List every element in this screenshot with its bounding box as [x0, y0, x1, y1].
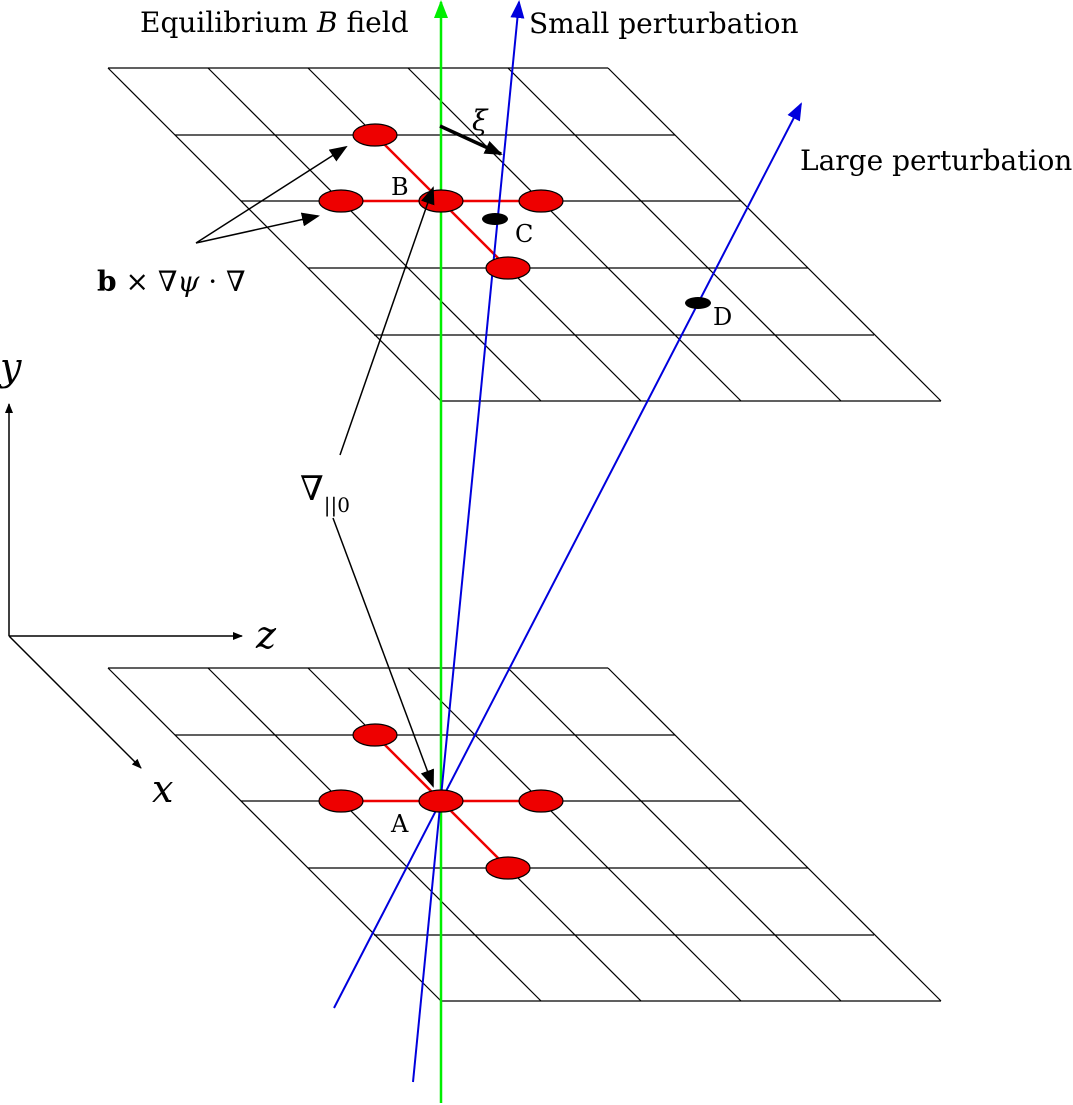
point-A-label: A: [390, 810, 409, 838]
bcross-arrow-upper: [195, 145, 348, 244]
annotation-arrows: [195, 145, 435, 788]
equilibrium-field-label: Equilibrium B field: [140, 6, 409, 39]
stencil-node: [485, 856, 531, 880]
stencil-node: [518, 789, 564, 813]
large-perturbation-label: Large perturbation: [800, 144, 1072, 177]
stencil-node: [318, 189, 364, 213]
small-perturbation-line: [412, 0, 525, 1083]
x-axis-line: [8, 635, 142, 769]
coordinate-axes: [4, 403, 243, 769]
point-C-marker: [482, 213, 508, 225]
point-D-label: D: [713, 303, 732, 331]
point-C-label: C: [515, 220, 533, 248]
grad-parallel-arrow-up: [339, 186, 435, 456]
xi-label: ξ: [472, 104, 489, 137]
grad-parallel-arrow-down: [332, 517, 434, 788]
lower-grid-plane: [107, 667, 942, 1002]
grad-parallel-label: ∇||0: [300, 469, 350, 518]
stencil-node: [485, 256, 531, 280]
axis-z-label: z: [255, 613, 277, 657]
large-perturbation-line: [333, 102, 802, 1009]
point-D-marker: [685, 297, 711, 309]
xi-displacement-arrow: [439, 124, 503, 156]
bcross-grad-label: b × ∇ψ · ∇: [97, 265, 246, 298]
stencil-node: [518, 189, 564, 213]
point-B-label: B: [391, 173, 409, 201]
small-perturbation-label: Small perturbation: [529, 7, 799, 40]
stencil-node: [352, 123, 398, 147]
stencil-node-A: [418, 789, 464, 813]
stencil-node: [318, 789, 364, 813]
axis-y-label: y: [0, 345, 22, 389]
stencil-node: [352, 723, 398, 747]
lower-stencil-nodes: [318, 723, 564, 880]
axis-x-label: x: [152, 767, 173, 811]
bcross-arrow-lower: [195, 212, 320, 244]
